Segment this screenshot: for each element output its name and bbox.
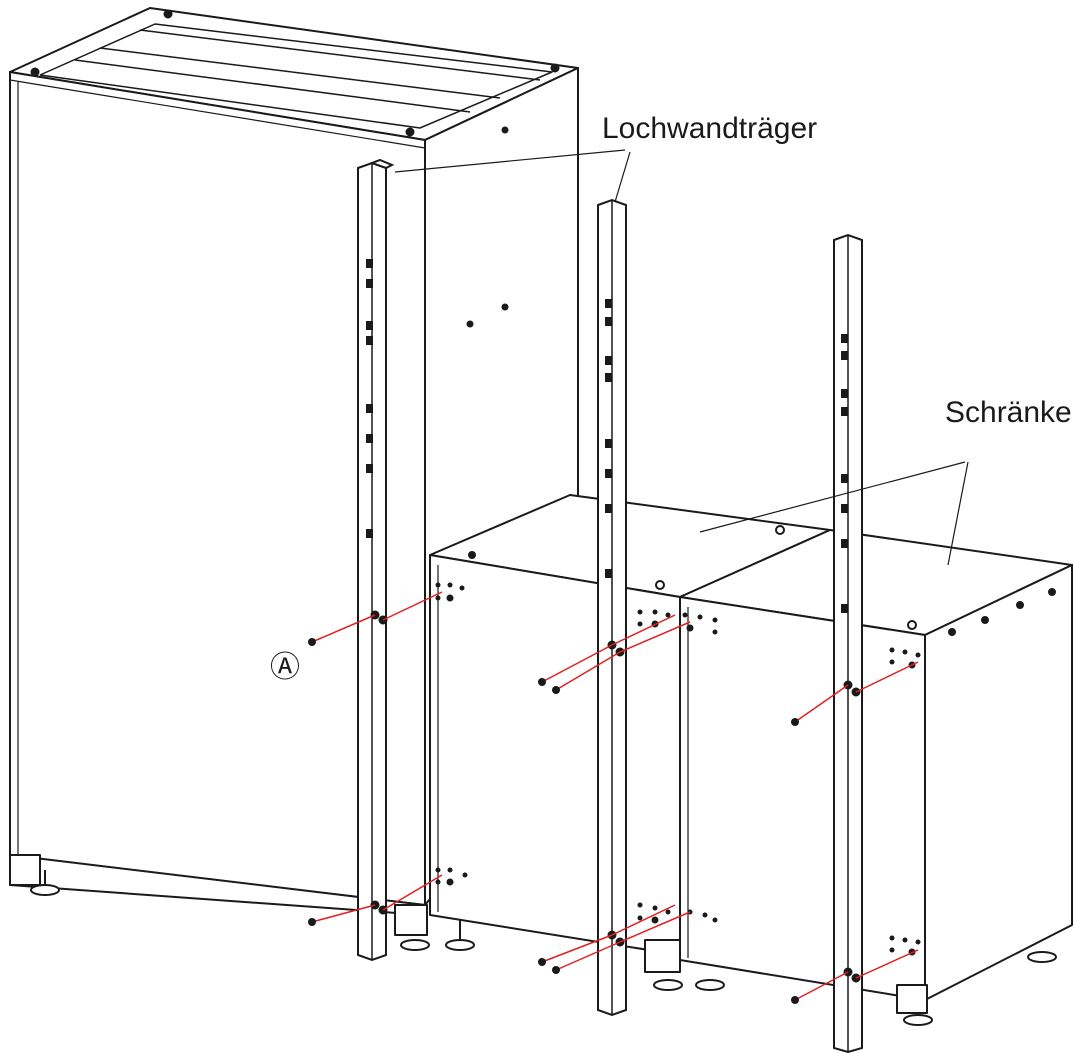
tall-cabinet-top-channel-2 [74,59,471,113]
leader-lines [394,149,969,566]
leveling-foot [903,1014,933,1026]
tall-cabinet-top-channel-1 [99,47,501,99]
tall-cabinet-foot-block-left [9,854,41,886]
rail-left [357,158,395,962]
tall-cabinet [9,7,579,936]
tall-cabinet-bolt [30,67,40,77]
screw [538,958,546,966]
middle-cabinet-foot-block [644,939,681,973]
middle-cabinet-hole [655,580,665,590]
tall-cabinet-bolt [405,127,415,137]
tall-cabinet-top-channel-3 [139,29,541,81]
leveling-foot [445,939,475,951]
right-cabinet-front [679,596,926,1001]
right-cabinet-side [924,564,1073,1001]
middle-cabinet-hole [775,525,785,535]
tall-cabinet-top-lip [9,79,426,149]
screw [538,678,546,686]
screw [791,996,799,1004]
tall-cabinet-hole [501,303,509,311]
label-cabinets: Schränke [945,396,1072,429]
tall-cabinet-bolt [163,9,173,19]
screw [552,686,560,694]
middle-cabinet-front [429,554,681,956]
right-cabinet-hole [1048,588,1056,596]
leader-cabinet-middle [699,461,966,533]
leveling-foot [1027,951,1057,963]
tall-cabinet-bolt [550,63,560,73]
hole-clusters [435,582,921,956]
rail-right [833,233,863,1053]
screw [791,718,799,726]
rail-middle [597,198,627,1017]
leader-rail-left [394,149,626,173]
leveling-foot [30,884,60,896]
right-cabinet-foot-block [896,984,928,1014]
screw [552,966,560,974]
tall-cabinet-feet [30,870,475,951]
rail-left-flange [369,158,395,170]
leader-rail-middle [614,151,631,203]
middle-cabinet-hole [468,551,476,559]
tall-cabinet-hole [466,320,474,328]
right-cabinet-hole [1016,601,1024,609]
screw [308,918,316,926]
screw-guides [311,591,919,1001]
leveling-foot [400,939,430,951]
leveling-foot [653,979,683,991]
label-screw-marker: Ⓐ [270,651,300,684]
tall-cabinet-foot-block-right [394,904,428,936]
right-cabinet [679,529,1073,1026]
screws [308,638,799,1004]
screw [308,638,316,646]
tall-cabinet-top-frame [39,23,553,129]
right-cabinet-hole [907,620,917,630]
right-cabinet-hole [981,616,989,624]
label-perforated-rail: Lochwandträger [602,112,817,145]
right-cabinet-hole [948,628,956,636]
tall-cabinet-hole [501,126,509,134]
leveling-foot [695,979,725,991]
leader-cabinet-right [947,461,969,566]
